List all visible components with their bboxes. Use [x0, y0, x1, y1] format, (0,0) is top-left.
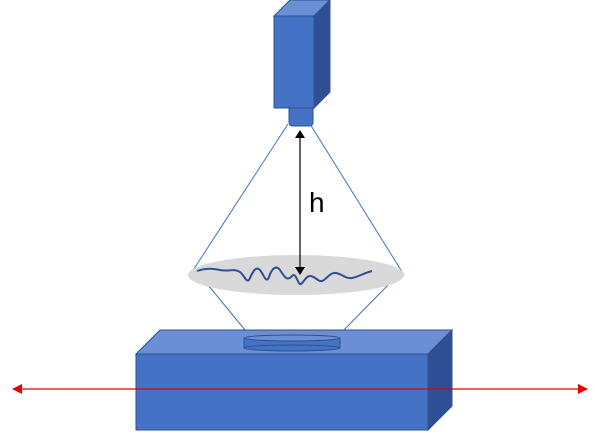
sample-disc-top [243, 334, 341, 342]
cone-line-left [189, 123, 289, 276]
cone-line-lower-right [337, 284, 389, 337]
light-cone [189, 123, 405, 337]
sample-disc-bottom [243, 344, 341, 352]
cone-line-right [309, 123, 405, 276]
camera-front-face [273, 15, 315, 109]
stage-front-face [135, 353, 429, 431]
camera-lens [288, 107, 314, 127]
height-label: h [309, 187, 325, 218]
sample-disc [243, 334, 341, 352]
camera-body [272, 0, 331, 110]
cone-line-lower-left [207, 284, 251, 337]
measurement-spot [188, 255, 404, 295]
surface-profile-wave [196, 266, 373, 286]
camera-side-face [313, 0, 331, 110]
